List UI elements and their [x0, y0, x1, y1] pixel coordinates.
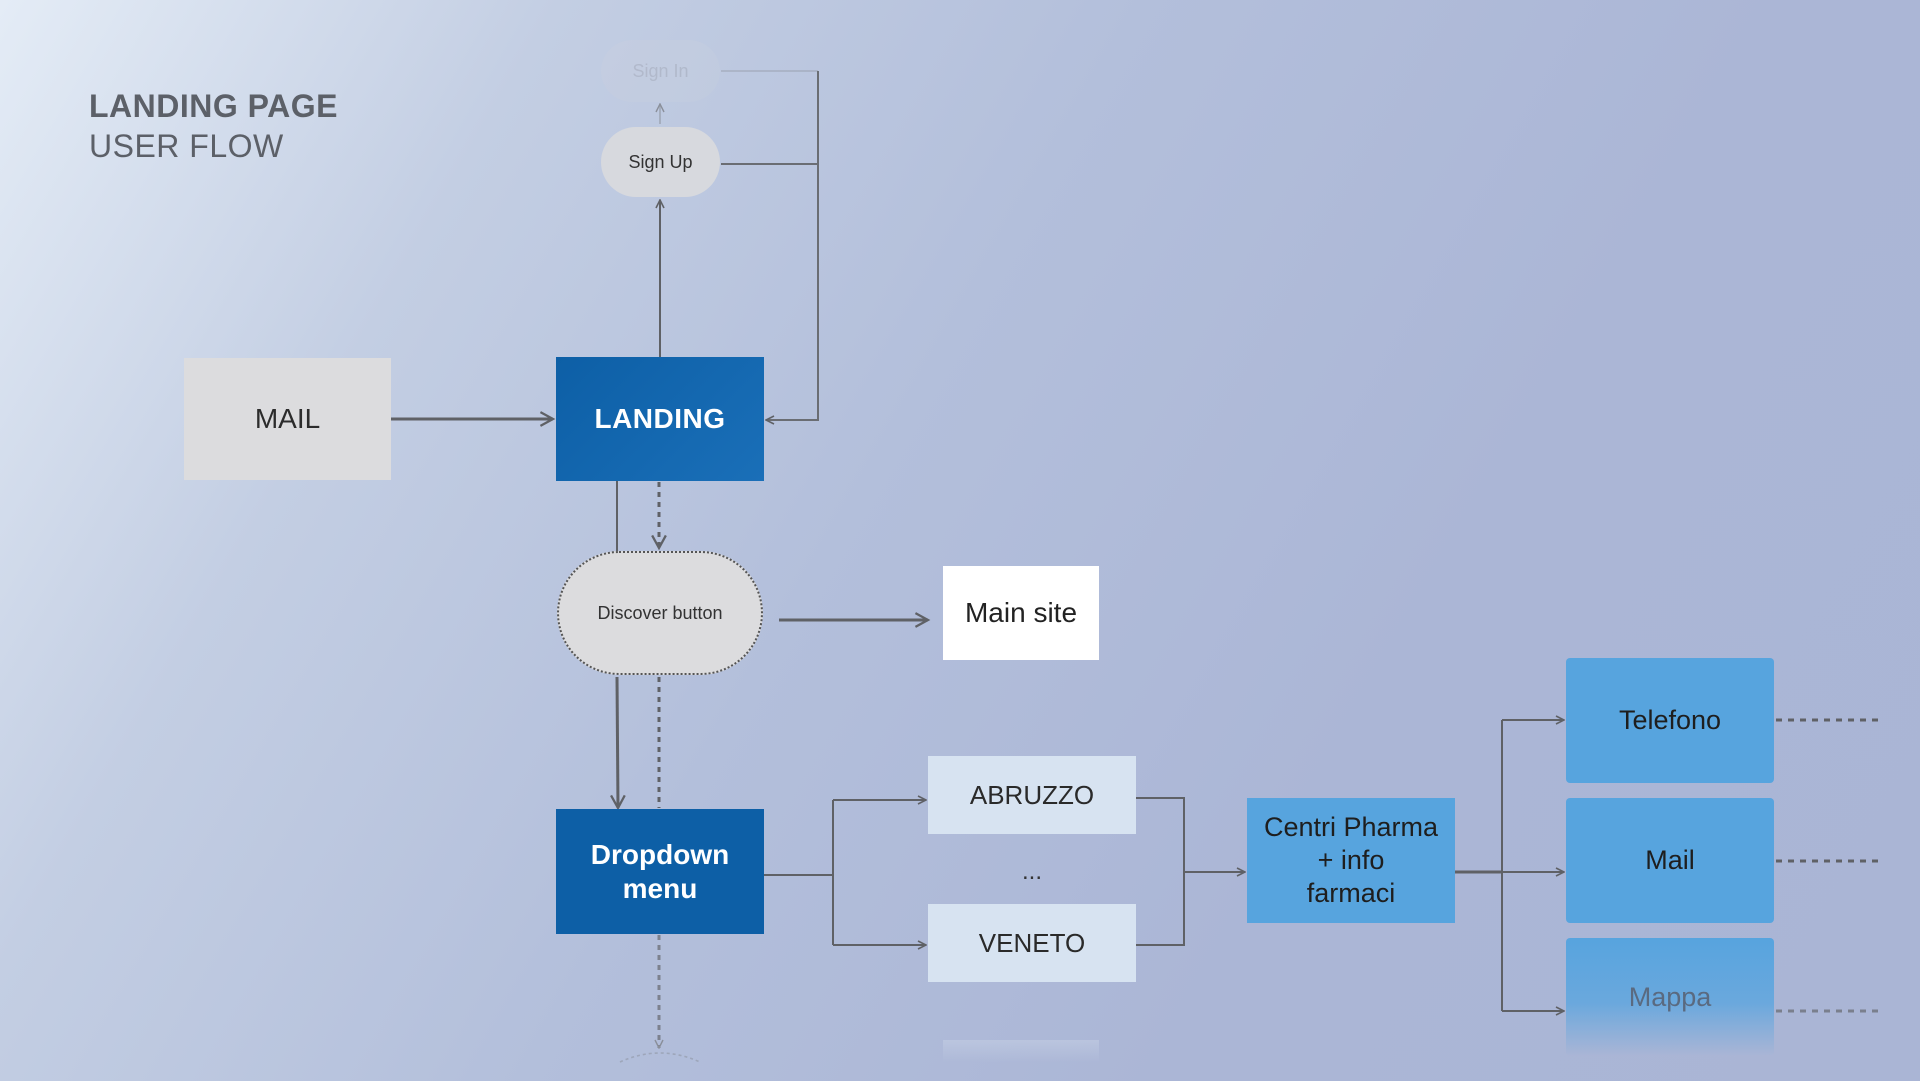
mail-contact-node: Mail [1566, 798, 1774, 923]
sign-in-node: Sign In [601, 40, 720, 102]
region-abruzzo-node: ABRUZZO [928, 756, 1136, 834]
title-line-2: USER FLOW [89, 128, 284, 164]
edge-discover-dropdown-solid [617, 676, 618, 808]
centri-pharma-node: Centri Pharma + info farmaci [1247, 798, 1455, 923]
mappa-node: Mappa [1566, 938, 1774, 1056]
diagram-title: LANDING PAGE USER FLOW [89, 86, 338, 166]
edge-veneto-centri [1136, 872, 1185, 946]
discover-button-node: Discover button [557, 551, 763, 675]
telefono-node: Telefono [1566, 658, 1774, 783]
region-veneto-node: VENETO [928, 904, 1136, 982]
dropdown-menu-node: Dropdown menu [556, 809, 764, 934]
main-site-node: Main site [943, 566, 1099, 660]
faded-node-below-main-site [943, 1040, 1099, 1062]
ghost-node-below [619, 1052, 701, 1063]
landing-node: LANDING [556, 357, 764, 481]
region-ellipsis: ... [1021, 858, 1042, 885]
sign-up-node: Sign Up [601, 127, 720, 197]
edge-abruzzo-centri [1136, 797, 1185, 872]
mail-source-node: MAIL [184, 358, 391, 480]
edge-return-landing [766, 71, 819, 420]
title-line-1: LANDING PAGE [89, 88, 338, 124]
